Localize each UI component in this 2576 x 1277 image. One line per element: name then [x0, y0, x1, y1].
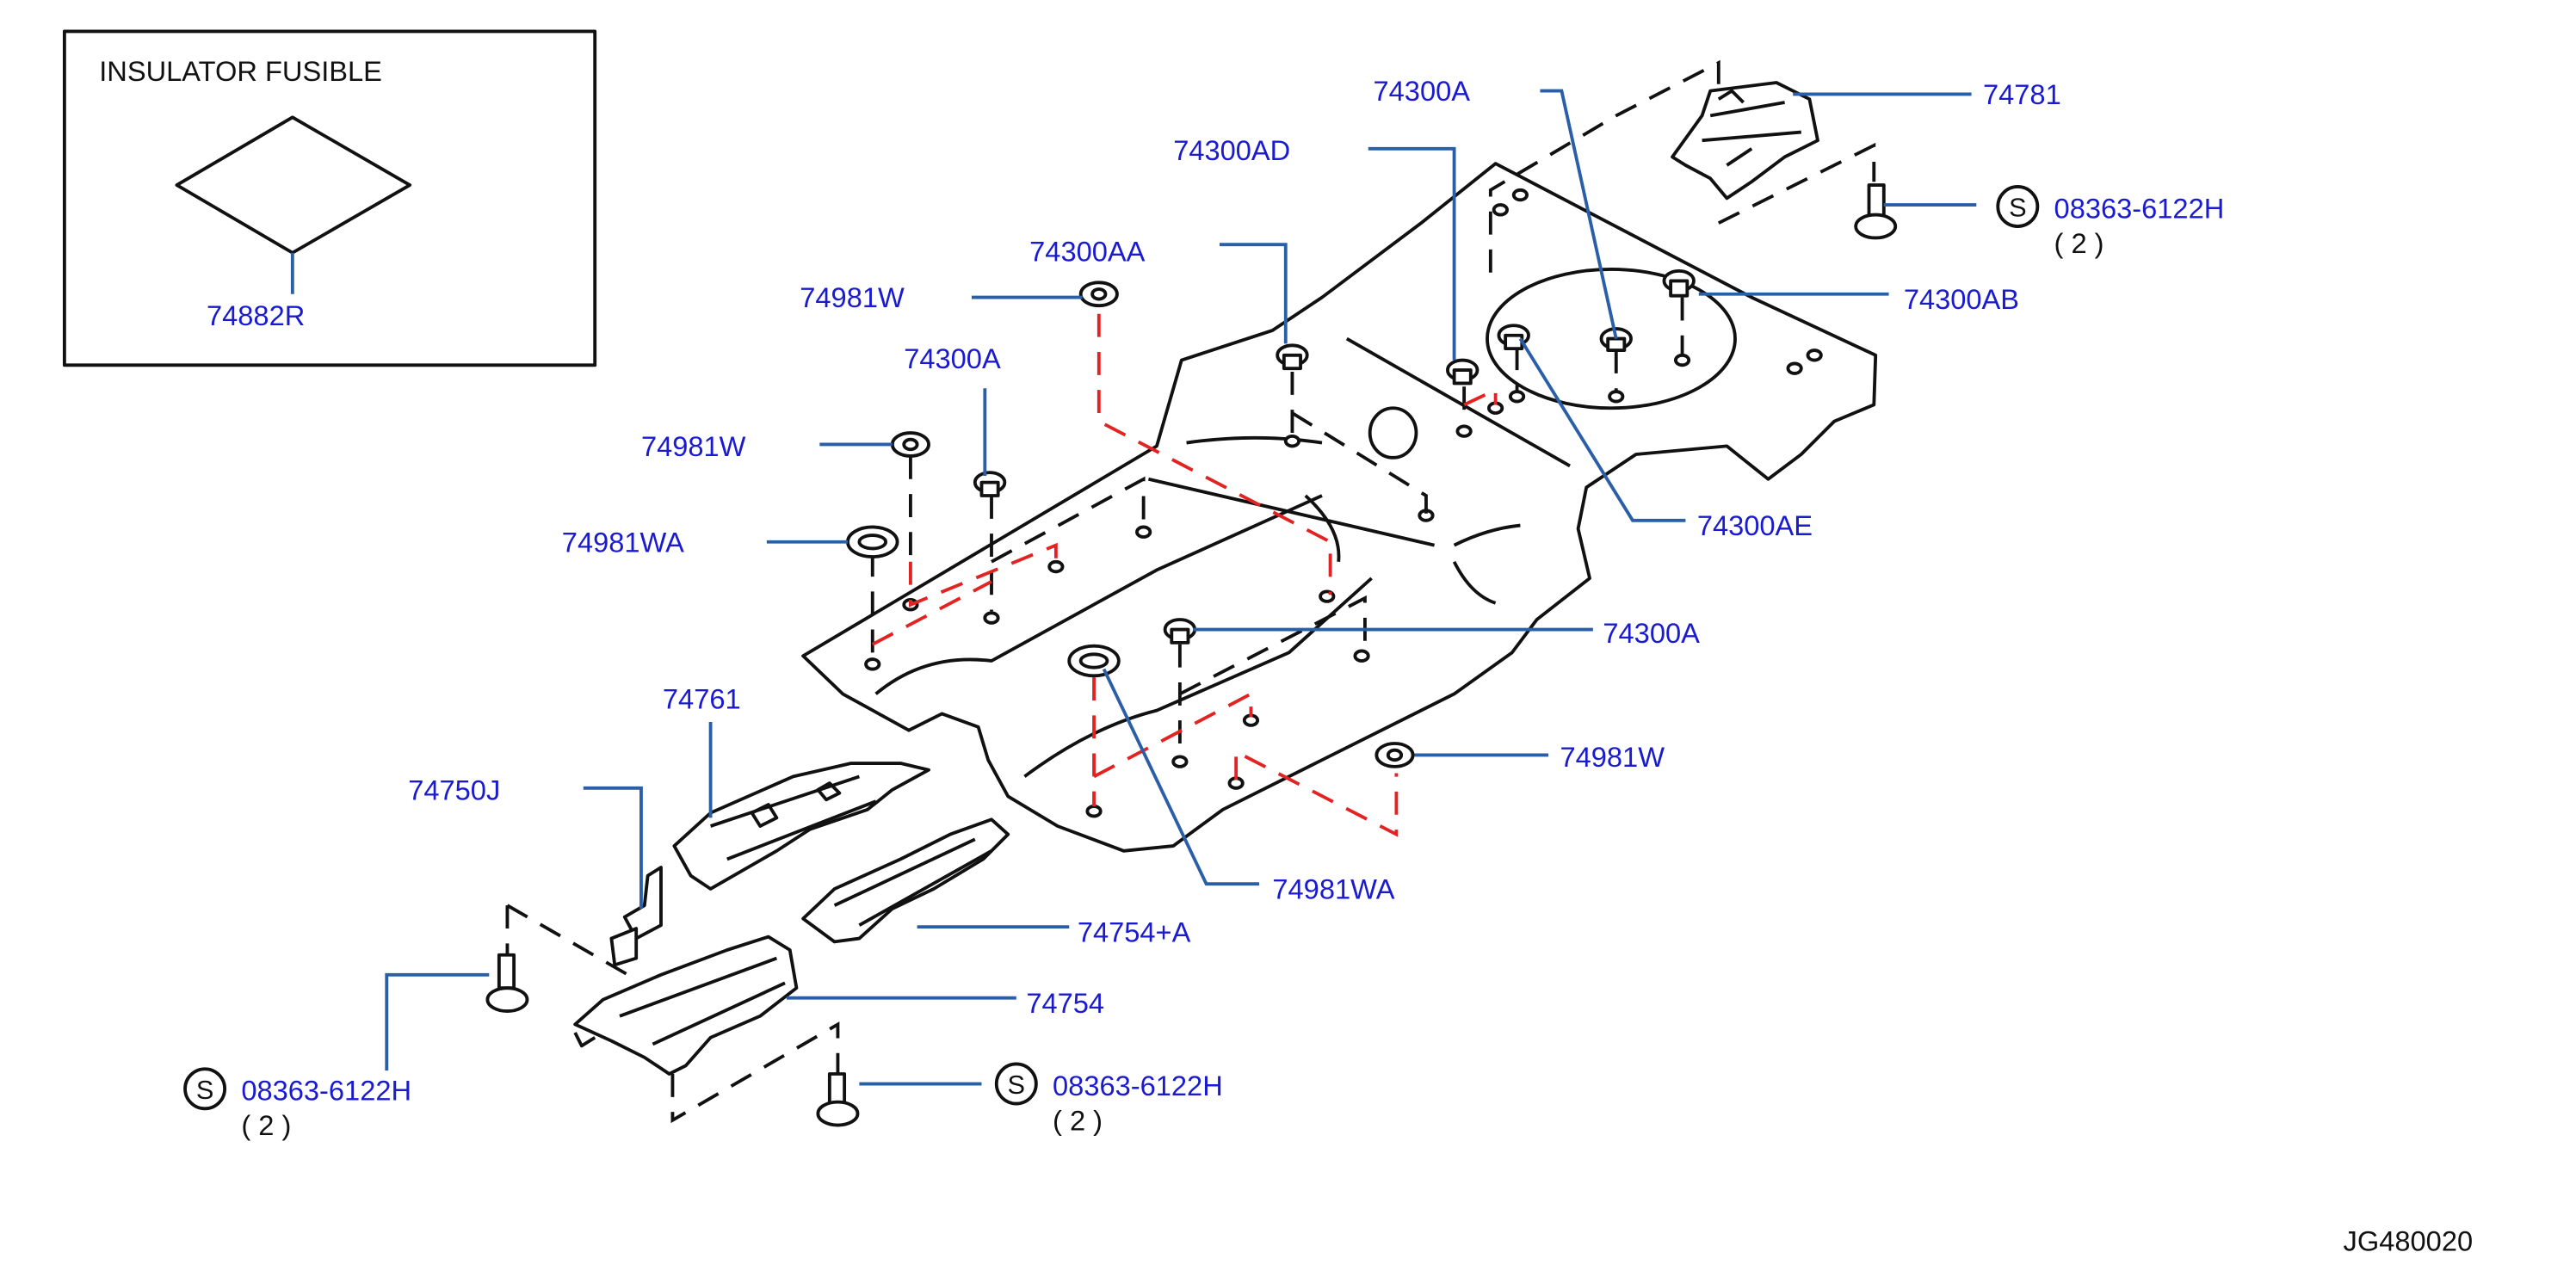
label-74300AD[interactable]: 74300AD: [1173, 134, 1290, 166]
label-74761[interactable]: 74761: [663, 683, 741, 715]
diagram-code: JG480020: [2344, 1225, 2474, 1256]
grommet-74981W-c: [1374, 742, 1415, 768]
contour-3: [874, 494, 1323, 695]
s-symbol: S: [1008, 1070, 1025, 1100]
label-08363-6122H-top-right[interactable]: 08363-6122H: [2054, 192, 2225, 224]
label-74754A[interactable]: 74754+A: [1078, 916, 1191, 947]
label-74750J[interactable]: 74750J: [408, 774, 500, 805]
grommet-74981WA-bottom: [1067, 644, 1121, 678]
label-74981W-b[interactable]: 74981W: [641, 430, 746, 462]
label-74300A-mid[interactable]: 74300A: [1603, 617, 1700, 649]
part-74781-bracket: [1671, 81, 1819, 200]
mount-holes: [864, 188, 1823, 818]
clip-74300AB: [1662, 268, 1696, 298]
label-08363-6122H-bottom-left[interactable]: 08363-6122H: [241, 1075, 411, 1107]
label-74981WA-left[interactable]: 74981WA: [562, 526, 684, 558]
label-74300A-top[interactable]: 74300A: [1374, 75, 1471, 107]
contour-6: [1452, 560, 1497, 605]
bolt-bottom-mid: [816, 1072, 860, 1127]
grommet-74981W-a: [1078, 281, 1119, 308]
label-74300AA[interactable]: 74300AA: [1029, 235, 1145, 267]
label-74781[interactable]: 74781: [1983, 78, 2061, 110]
label-74300A-left[interactable]: 74300A: [904, 342, 1001, 374]
leader-lines: [385, 89, 1977, 1086]
label-74981WA-bottom[interactable]: 74981WA: [1272, 873, 1394, 904]
label-74300AE[interactable]: 74300AE: [1697, 509, 1813, 541]
red-dashed-lines: [871, 313, 1498, 837]
clips: [846, 268, 1696, 768]
floor-insulator-outline: [801, 162, 1878, 853]
qty-bottom-mid: ( 2 ): [1053, 1104, 1103, 1136]
clip-74300AA: [1276, 343, 1309, 371]
contour-5: [1453, 523, 1521, 547]
contour-1: [1345, 336, 1571, 468]
part-74750J-bracket: [609, 866, 663, 967]
bolt-bottom-left: [485, 953, 529, 1013]
inset-box: INSULATOR FUSIBLE 74882R: [62, 29, 597, 367]
label-74300AB[interactable]: 74300AB: [1904, 283, 2019, 315]
label-74981W-c[interactable]: 74981W: [1560, 741, 1665, 773]
bolt-callout-bottom-mid: S 08363-6122H ( 2 ): [994, 1062, 1223, 1136]
bolt-top-right: [1854, 183, 1898, 240]
bolt-callout-bottom-left: S 08363-6122H ( 2 ): [183, 1067, 411, 1141]
label-74882R[interactable]: 74882R: [207, 299, 305, 331]
qty-bottom-left: ( 2 ): [241, 1109, 291, 1141]
s-symbol: S: [196, 1075, 214, 1105]
part-74754A-shield: [801, 817, 1010, 944]
clip-74300AD: [1446, 358, 1480, 386]
s-symbol-circle: [183, 1067, 227, 1111]
floor-bump: [1368, 406, 1418, 460]
label-74981W-a[interactable]: 74981W: [800, 281, 905, 313]
contour-2: [1147, 477, 1435, 547]
inset-title: INSULATOR FUSIBLE: [99, 55, 382, 87]
black-dashed-lines: [505, 59, 1876, 1124]
s-symbol-circle: [994, 1062, 1038, 1106]
grommet-74981W-b: [890, 431, 930, 458]
insulator-fusible-shape: [175, 115, 412, 255]
bolt-callout-top-right: S 08363-6122H ( 2 ): [1996, 185, 2225, 259]
clip-74300A-mid: [1163, 618, 1197, 645]
contour-7: [1304, 494, 1341, 562]
label-08363-6122H-bottom-mid[interactable]: 08363-6122H: [1053, 1070, 1223, 1101]
contour-8: [1186, 435, 1323, 445]
clip-74300A-left: [973, 471, 1007, 497]
qty-top-right: ( 2 ): [2054, 227, 2104, 259]
inset-frame: [62, 29, 597, 367]
spare-tire-well: [1486, 268, 1737, 410]
s-symbol-circle: [1996, 185, 2040, 228]
floor-insulator: [505, 59, 1878, 1124]
part-74754-shield: [573, 935, 799, 1076]
contour-4: [1023, 577, 1373, 778]
grommet-74981WA-left: [846, 525, 899, 558]
part-labels: 74300A 74781 74300AD 74300AA 74981W 7430…: [408, 75, 2060, 1019]
s-symbol: S: [2009, 193, 2027, 223]
label-74754[interactable]: 74754: [1026, 987, 1104, 1019]
part-74761-shield: [672, 762, 930, 891]
